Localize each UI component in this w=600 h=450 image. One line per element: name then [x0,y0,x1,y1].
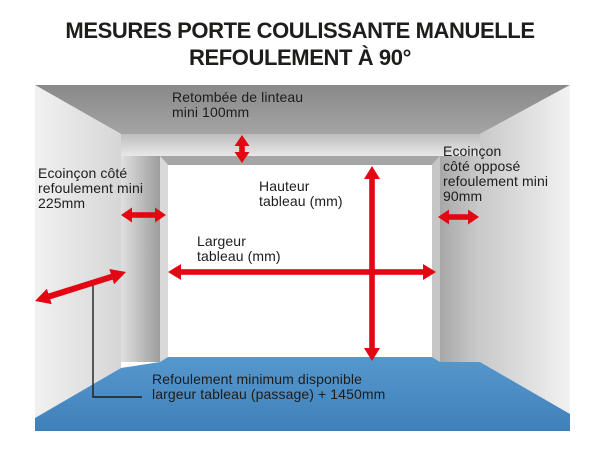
left-pier-surface [121,156,161,362]
label-opening-width: Largeur tableau (mm) [197,233,281,264]
opening-height-arrow [364,166,380,361]
right-pier-surface [439,156,480,362]
right-wall-surface [480,85,570,414]
ceiling-surface [35,85,570,134]
door-opening [168,165,432,357]
opening-top-reveal [160,156,440,165]
opening-left-reveal [160,156,168,362]
diagram-title: MESURES PORTE COULISSANTE MANUELLE REFOU… [65,18,535,70]
right-pier-width-arrow [438,209,479,225]
label-sliding-clearance: Refoulement minimum disponible largeur t… [152,371,386,402]
label-left-pier-min: Ecoinçon côté refoulement mini 225mm [38,165,144,211]
label-opening-height: Hauteur tableau (mm) [259,178,343,209]
measurement-arrows [35,135,479,361]
opening-width-arrow [168,264,436,280]
label-right-pier-min: Ecoinçon côté opposé refoulement mini 90… [443,143,549,204]
lintel-surface [121,134,480,157]
lintel-height-arrow [234,135,250,163]
left-wall-surface [35,85,121,418]
floor-surface [35,357,570,431]
label-lintel-min: Retombée de linteau mini 100mm [172,89,304,120]
clearance-leader-line [92,284,142,398]
opening-right-reveal [432,156,440,362]
left-pier-width-arrow [121,207,166,223]
sliding-clearance-arrow [35,269,126,305]
